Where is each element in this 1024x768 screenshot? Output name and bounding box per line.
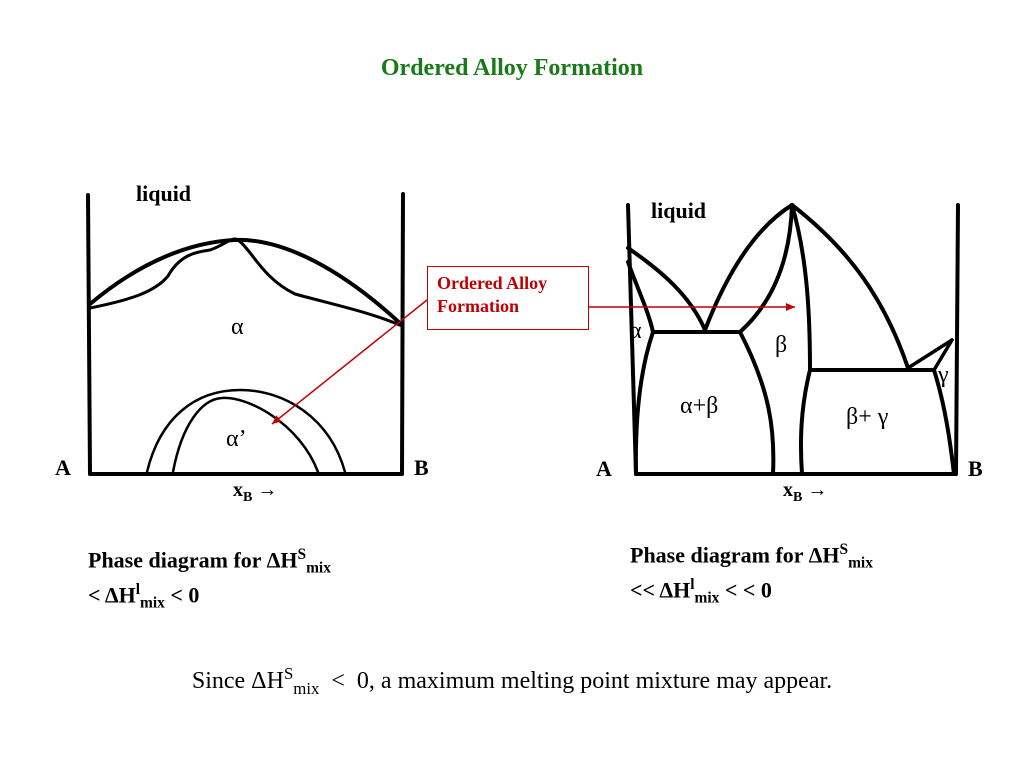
left-x-axis-label: xB → [233,480,277,505]
right-caption-sub-2: mix [694,589,720,607]
left-phase-diagram [86,192,405,476]
left-caption-sub-1: mix [306,559,331,577]
left-liquidus [88,237,404,327]
right-beta-liquidus-left [703,203,794,332]
right-liquid-label: liquid [651,198,707,223]
right-caption-text-2: << ΔH [630,576,691,602]
bottom-statement: Since ΔHSmix < 0, a maximum melting poin… [0,664,1024,699]
left-caption-text-2: < ΔH [88,581,136,607]
right-beta-label: β [775,332,788,358]
right-beta-solidus-left [738,203,794,334]
right-phase-diagram [626,203,960,476]
left-caption-post-2: < 0 [164,581,200,607]
callout-line-2: Formation [437,296,519,317]
right-alpha-solidus [626,260,655,334]
left-liquid-label: liquid [136,181,192,206]
left-alpha-prime-outer [145,388,347,474]
callout-box: Ordered Alloy Formation [427,266,589,330]
callout-arrow-left [271,299,428,425]
right-label-a: A [596,456,612,481]
right-gamma-liquidus [906,338,954,370]
left-solidus [88,237,404,328]
left-alpha-prime-inner [171,396,320,474]
right-gamma-solidus [932,338,954,372]
bottom-text-sub: mix [293,678,320,698]
left-x-sub: B [243,490,253,505]
right-caption-sub-1: mix [848,554,873,572]
bottom-text-pre: Since ΔH [191,668,284,694]
page-title: Ordered Alloy Formation [380,55,644,81]
right-axis-b [954,203,960,476]
right-beta-liquidus-right [790,203,910,370]
left-caption-sup-2: l [135,580,141,598]
right-caption-post-2: < < 0 [719,576,772,602]
right-alpha-solvus [633,330,655,476]
bottom-text-post: < 0, a maximum melting point mixture may… [319,668,833,694]
bottom-text-sup: S [283,664,294,683]
right-x-axis-label: xB → [783,480,827,505]
right-beta-solvus-right [798,368,812,476]
right-alpha-liquidus [626,246,707,332]
right-caption-sup-2: l [690,575,695,593]
left-alpha-label: α [231,314,244,340]
right-x-sub: B [793,490,803,505]
callout-line-1: Ordered Alloy [437,273,548,293]
right-x-main: x [783,479,793,501]
right-caption: Phase diagram for ΔHSmix << ΔHlmix < < 0 [630,540,873,609]
right-beta-solvus-left [738,330,776,476]
left-axis-b [400,192,405,476]
right-gamma-solvus [932,368,956,476]
left-label-b: B [414,455,429,480]
right-label-b: B [968,456,983,481]
left-caption-sub-2: mix [140,594,165,612]
left-caption-sup-1: S [297,546,307,563]
right-gamma-label: γ [938,362,949,388]
left-caption-text-1: Phase diagram for ΔH [88,547,298,573]
left-label-a: A [55,455,71,480]
right-beta-gamma-label: β+ γ [846,404,889,430]
left-caption: Phase diagram for ΔHSmix < ΔHlmix < 0 [88,545,331,614]
right-beta-solidus-right [790,203,812,372]
left-x-arrow: → [252,479,278,501]
right-alpha-label: α [629,318,642,344]
right-alpha-beta-label: α+β [680,393,719,419]
right-caption-text-1: Phase diagram for ΔH [630,542,840,568]
left-axis-a [86,193,92,476]
left-alpha-prime-label: α’ [226,426,247,452]
right-caption-sup-1: S [839,541,849,558]
right-x-arrow: → [802,479,828,501]
left-x-main: x [233,479,243,501]
